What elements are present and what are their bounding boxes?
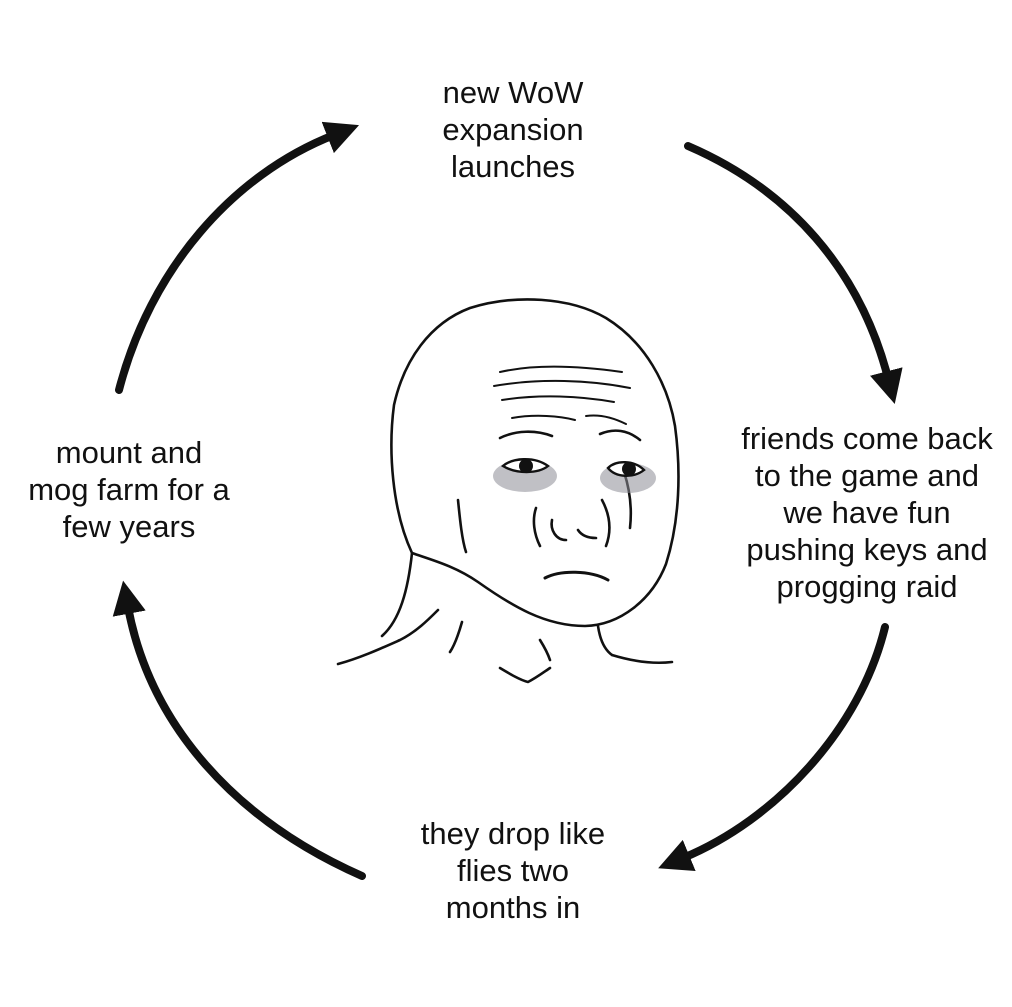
cycle-step-friends-quit: they drop like flies two months in: [363, 815, 663, 926]
label-line: launches: [450, 149, 576, 184]
label-line: mog farm for a: [28, 472, 230, 507]
label-line: expansion: [442, 112, 584, 147]
label-line: they drop like: [420, 816, 606, 851]
cycle-step-expansion-launch: new WoW expansion launches: [363, 74, 663, 185]
arrow-right-to-bottom: [658, 623, 889, 871]
label-line: mount and: [55, 435, 203, 470]
label-line: to the game and: [754, 458, 980, 493]
arrow-top-to-right: [684, 142, 903, 405]
label-line: months in: [445, 890, 581, 925]
label-line: flies two: [457, 853, 569, 888]
label-line: few years: [62, 509, 196, 544]
arrow-left-to-top: [115, 121, 360, 394]
label-line: friends come back: [741, 421, 993, 456]
label-line: new WoW: [442, 75, 584, 110]
arrow-bottom-to-left: [112, 580, 366, 880]
label-line: pushing keys and: [746, 532, 988, 567]
label-line: we have fun: [783, 495, 951, 530]
label-line: progging raid: [776, 569, 958, 604]
cycle-step-friends-return: friends come back to the game and we hav…: [717, 420, 1012, 605]
cycle-step-solo-farming: mount and mog farm for a few years: [0, 434, 279, 545]
